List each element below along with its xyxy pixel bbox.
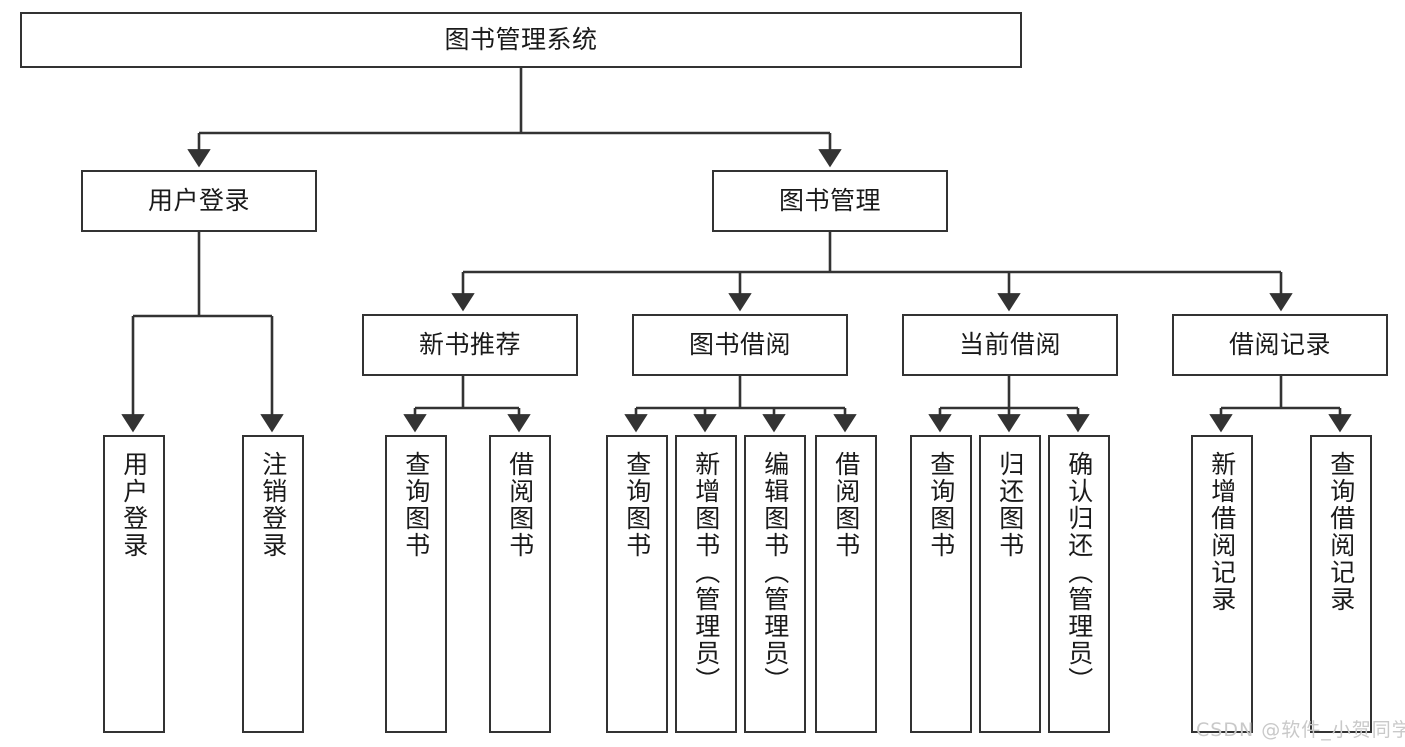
node-label: 借阅记录 [1228, 330, 1331, 360]
node-label: 新书推荐 [418, 330, 521, 360]
node-label: 查询图书 [926, 451, 956, 559]
node-label: 查询图书 [622, 451, 652, 559]
node-label: 注销登录 [258, 451, 288, 559]
node-label: 图书管理 [778, 186, 881, 216]
node-leaf-query-borrow-record[interactable]: 查询借阅记录 [1310, 435, 1372, 733]
node-label: 借阅图书 [831, 451, 861, 559]
node-leaf-add-book[interactable]: 新增图书（管理员） [675, 435, 737, 733]
node-label: 确认归还（管理员） [1064, 451, 1094, 694]
csdn-watermark: CSDN @软件_小贺同学 [1196, 719, 1405, 741]
node-label: 借阅图书 [505, 451, 535, 559]
node-current-borrow[interactable]: 当前借阅 [902, 314, 1118, 376]
node-root-system[interactable]: 图书管理系统 [20, 12, 1022, 68]
node-label: 用户登录 [119, 451, 149, 559]
node-label: 归还图书 [995, 451, 1025, 559]
node-leaf-confirm-return[interactable]: 确认归还（管理员） [1048, 435, 1110, 733]
node-label: 查询借阅记录 [1326, 451, 1356, 613]
node-leaf-borrow-book-2[interactable]: 借阅图书 [815, 435, 877, 733]
node-leaf-return-book[interactable]: 归还图书 [979, 435, 1041, 733]
node-book-management[interactable]: 图书管理 [712, 170, 948, 232]
node-label: 查询图书 [401, 451, 431, 559]
node-user-login[interactable]: 用户登录 [81, 170, 317, 232]
node-label: 新增借阅记录 [1207, 451, 1237, 613]
node-borrow-record[interactable]: 借阅记录 [1172, 314, 1388, 376]
node-label: 图书借阅 [688, 330, 791, 360]
node-label: 当前借阅 [958, 330, 1061, 360]
node-label: 用户登录 [147, 186, 250, 216]
node-leaf-user-login[interactable]: 用户登录 [103, 435, 165, 733]
node-leaf-add-borrow-record[interactable]: 新增借阅记录 [1191, 435, 1253, 733]
node-leaf-query-book-2[interactable]: 查询图书 [606, 435, 668, 733]
node-leaf-edit-book[interactable]: 编辑图书（管理员） [744, 435, 806, 733]
node-label: 图书管理系统 [444, 25, 598, 55]
node-leaf-query-book-3[interactable]: 查询图书 [910, 435, 972, 733]
node-leaf-logout-login[interactable]: 注销登录 [242, 435, 304, 733]
node-leaf-borrow-book-1[interactable]: 借阅图书 [489, 435, 551, 733]
node-new-book-recommend[interactable]: 新书推荐 [362, 314, 578, 376]
node-leaf-query-book-1[interactable]: 查询图书 [385, 435, 447, 733]
node-label: 新增图书（管理员） [691, 451, 721, 694]
node-label: 编辑图书（管理员） [760, 451, 790, 694]
node-book-borrow[interactable]: 图书借阅 [632, 314, 848, 376]
